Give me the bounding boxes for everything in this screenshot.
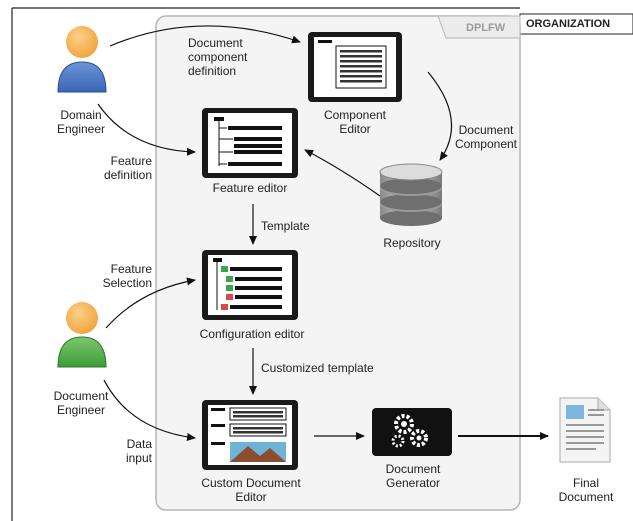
component-editor-label: Component Editor [323, 108, 387, 136]
arrow-repository-to-feature-editor [304, 149, 381, 197]
arrow-component-editor-to-repository [427, 71, 453, 161]
feature-editor-label: Feature editor [212, 181, 288, 195]
document-engineer-label: Document Engineer [53, 389, 109, 417]
organization-boundary [11, 7, 633, 521]
arrow-document-engineer-to-custom-editor [103, 379, 196, 441]
configuration-editor-icon [202, 250, 298, 320]
final-document-label: Final Document [558, 476, 614, 504]
repository-icon [379, 163, 443, 226]
feature-definition-label: Feature definition [103, 154, 152, 182]
organization-label: ORGANIZATION [526, 18, 611, 30]
document-engineer-icon [57, 302, 107, 368]
flow-arrows [97, 25, 549, 441]
domain-engineer-label: Domain Engineer [56, 108, 106, 136]
arrow-document-engineer-to-configuration [105, 277, 196, 329]
document-component-definition-label: Document component definition [188, 36, 248, 78]
custom-document-editor-label: Custom Document Editor [201, 476, 301, 504]
document-generator-label: Document Generator [385, 462, 441, 490]
framework-label: DPLFW [466, 22, 506, 34]
feature-selection-label: Feature Selection [102, 262, 152, 290]
domain-engineer-icon [57, 26, 107, 93]
component-editor-icon [308, 32, 402, 102]
final-document-icon [559, 397, 611, 463]
document-generator-icon [372, 408, 452, 456]
template-label: Template [261, 219, 310, 233]
feature-editor-icon [202, 108, 298, 178]
arrow-domain-to-component-editor [109, 25, 301, 47]
custom-document-editor-icon [202, 400, 298, 470]
repository-label: Repository [383, 236, 441, 250]
configuration-editor-label: Configuration editor [199, 327, 305, 341]
document-component-label: Document Component [454, 123, 518, 151]
customized-template-label: Customized template [261, 361, 374, 375]
data-input-label: Data input [125, 437, 152, 465]
arrow-domain-to-feature-editor [97, 103, 196, 156]
